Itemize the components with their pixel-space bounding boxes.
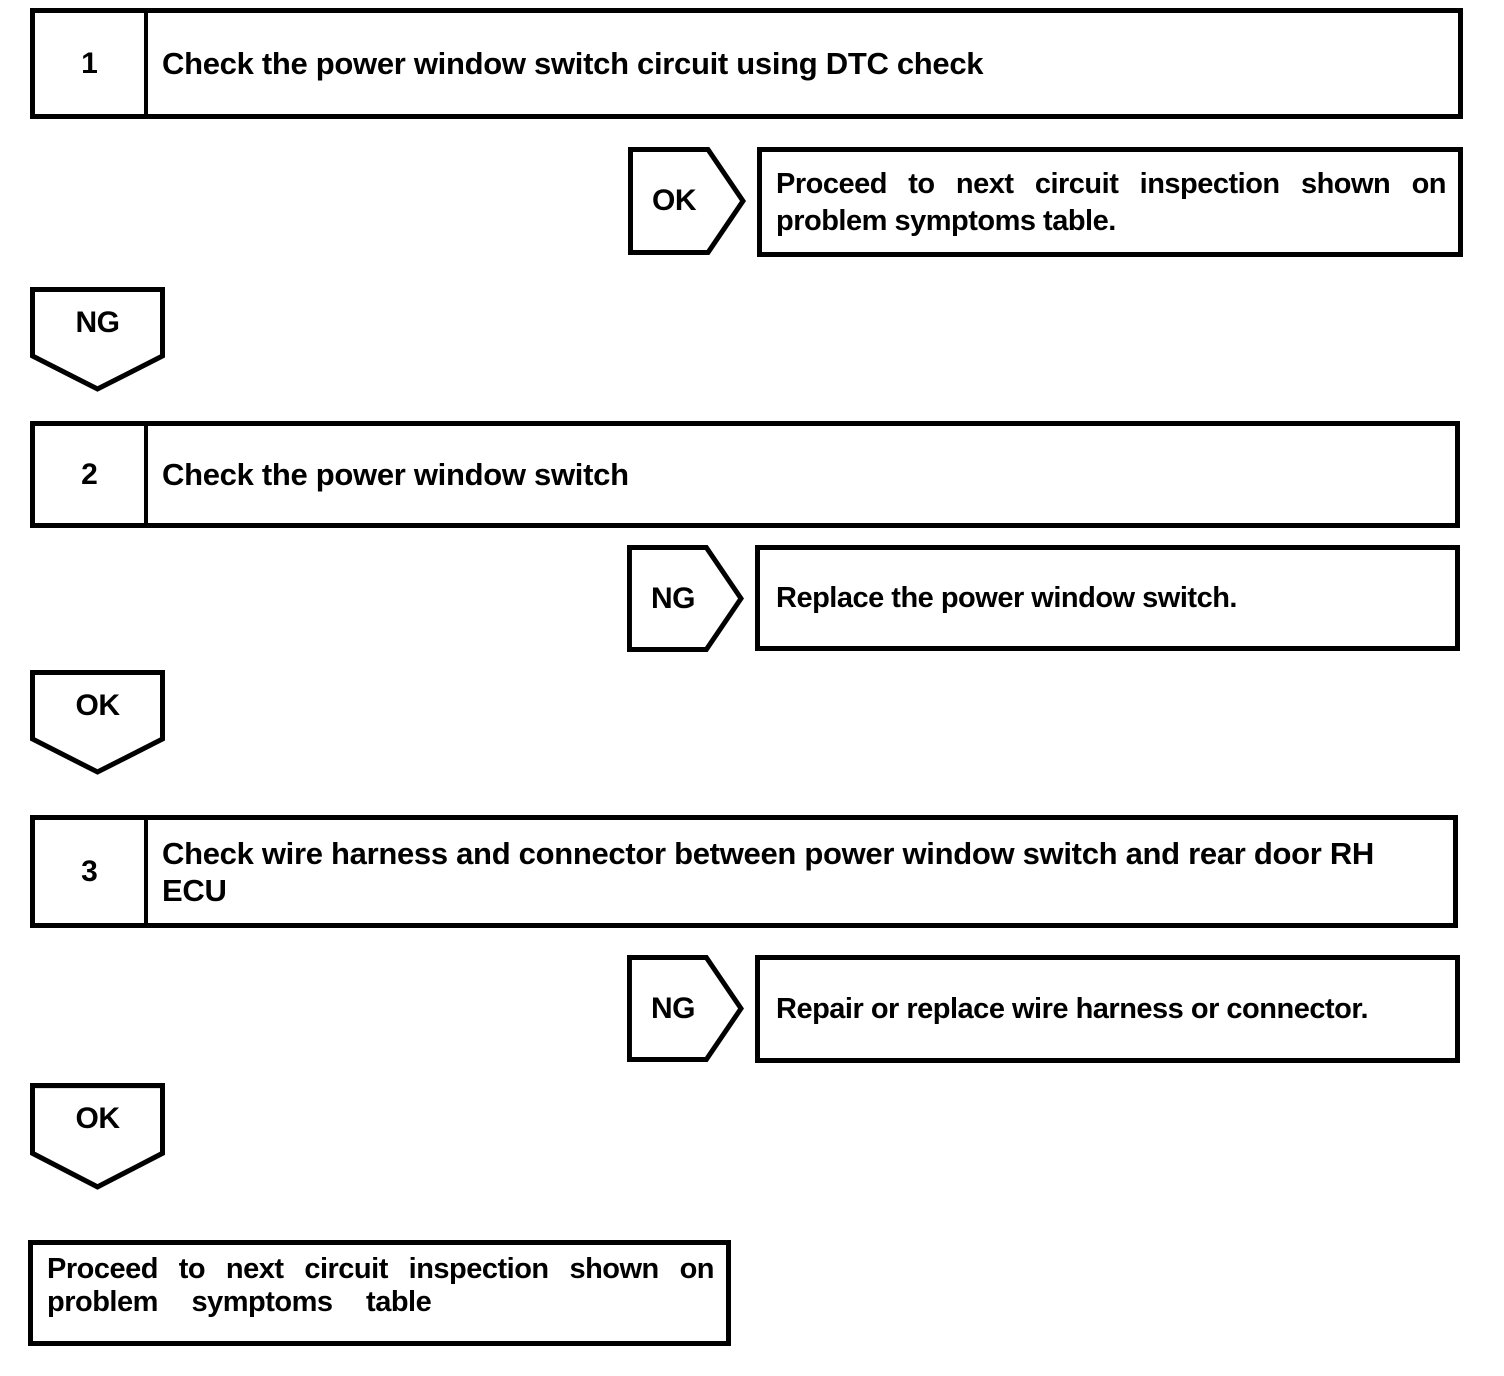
step-1-number: 1 [35,13,148,114]
down-arrow-pentagon-icon [30,287,165,392]
result-box-1: Proceed to next circuit inspection shown… [757,147,1463,257]
terminal-box: Proceed to next circuit inspection shown… [28,1240,731,1346]
ng-branch-arrow-3: NG [627,955,744,1062]
step-3-number: 3 [35,820,148,923]
ng-connector-badge-1-label: NG [75,306,121,339]
result-box-1-line-1: Proceed to next circuit inspection shown… [776,168,1447,200]
ng-branch-arrow-2: NG [627,545,744,652]
step-2-box: 2 Check the power window switch [30,421,1460,528]
step-3-box: 3 Check wire harness and connector betwe… [30,815,1458,928]
result-box-3: Repair or replace wire harness or connec… [755,955,1460,1063]
ng-connector-badge-1: NG [30,287,165,392]
terminal-box-line-1: Proceed to next circuit inspection shown… [47,1253,715,1285]
result-box-1-line-2: problem symptoms table. [776,205,1116,237]
right-arrow-pentagon-icon [628,147,746,255]
right-arrow-pentagon-icon [627,545,744,652]
ok-branch-arrow-1: OK [628,147,746,255]
down-arrow-pentagon-icon [30,670,165,775]
ng-branch-arrow-2-label: NG [651,581,696,615]
ng-branch-arrow-3-label: NG [651,991,696,1025]
step-3-title: Check wire harness and connector between… [162,835,1374,908]
step-1-title: Check the power window switch circuit us… [162,46,984,81]
result-box-2-text: Replace the power window switch. [776,581,1237,614]
down-arrow-pentagon-icon [30,1083,165,1190]
ok-connector-badge-2: OK [30,1083,165,1190]
ok-branch-arrow-1-label: OK [652,184,697,217]
terminal-box-line-2: problem symptoms table [47,1286,432,1318]
ok-connector-badge-2-label: OK [75,1102,121,1135]
step-2-number: 2 [35,426,148,523]
step-1-box: 1 Check the power window switch circuit … [30,8,1463,119]
result-box-3-text: Repair or replace wire harness or connec… [776,992,1369,1025]
right-arrow-pentagon-icon [627,955,744,1062]
ok-connector-badge-1: OK [30,670,165,775]
step-2-title: Check the power window switch [162,457,629,492]
ok-connector-badge-1-label: OK [75,689,121,722]
result-box-2: Replace the power window switch. [755,545,1460,651]
